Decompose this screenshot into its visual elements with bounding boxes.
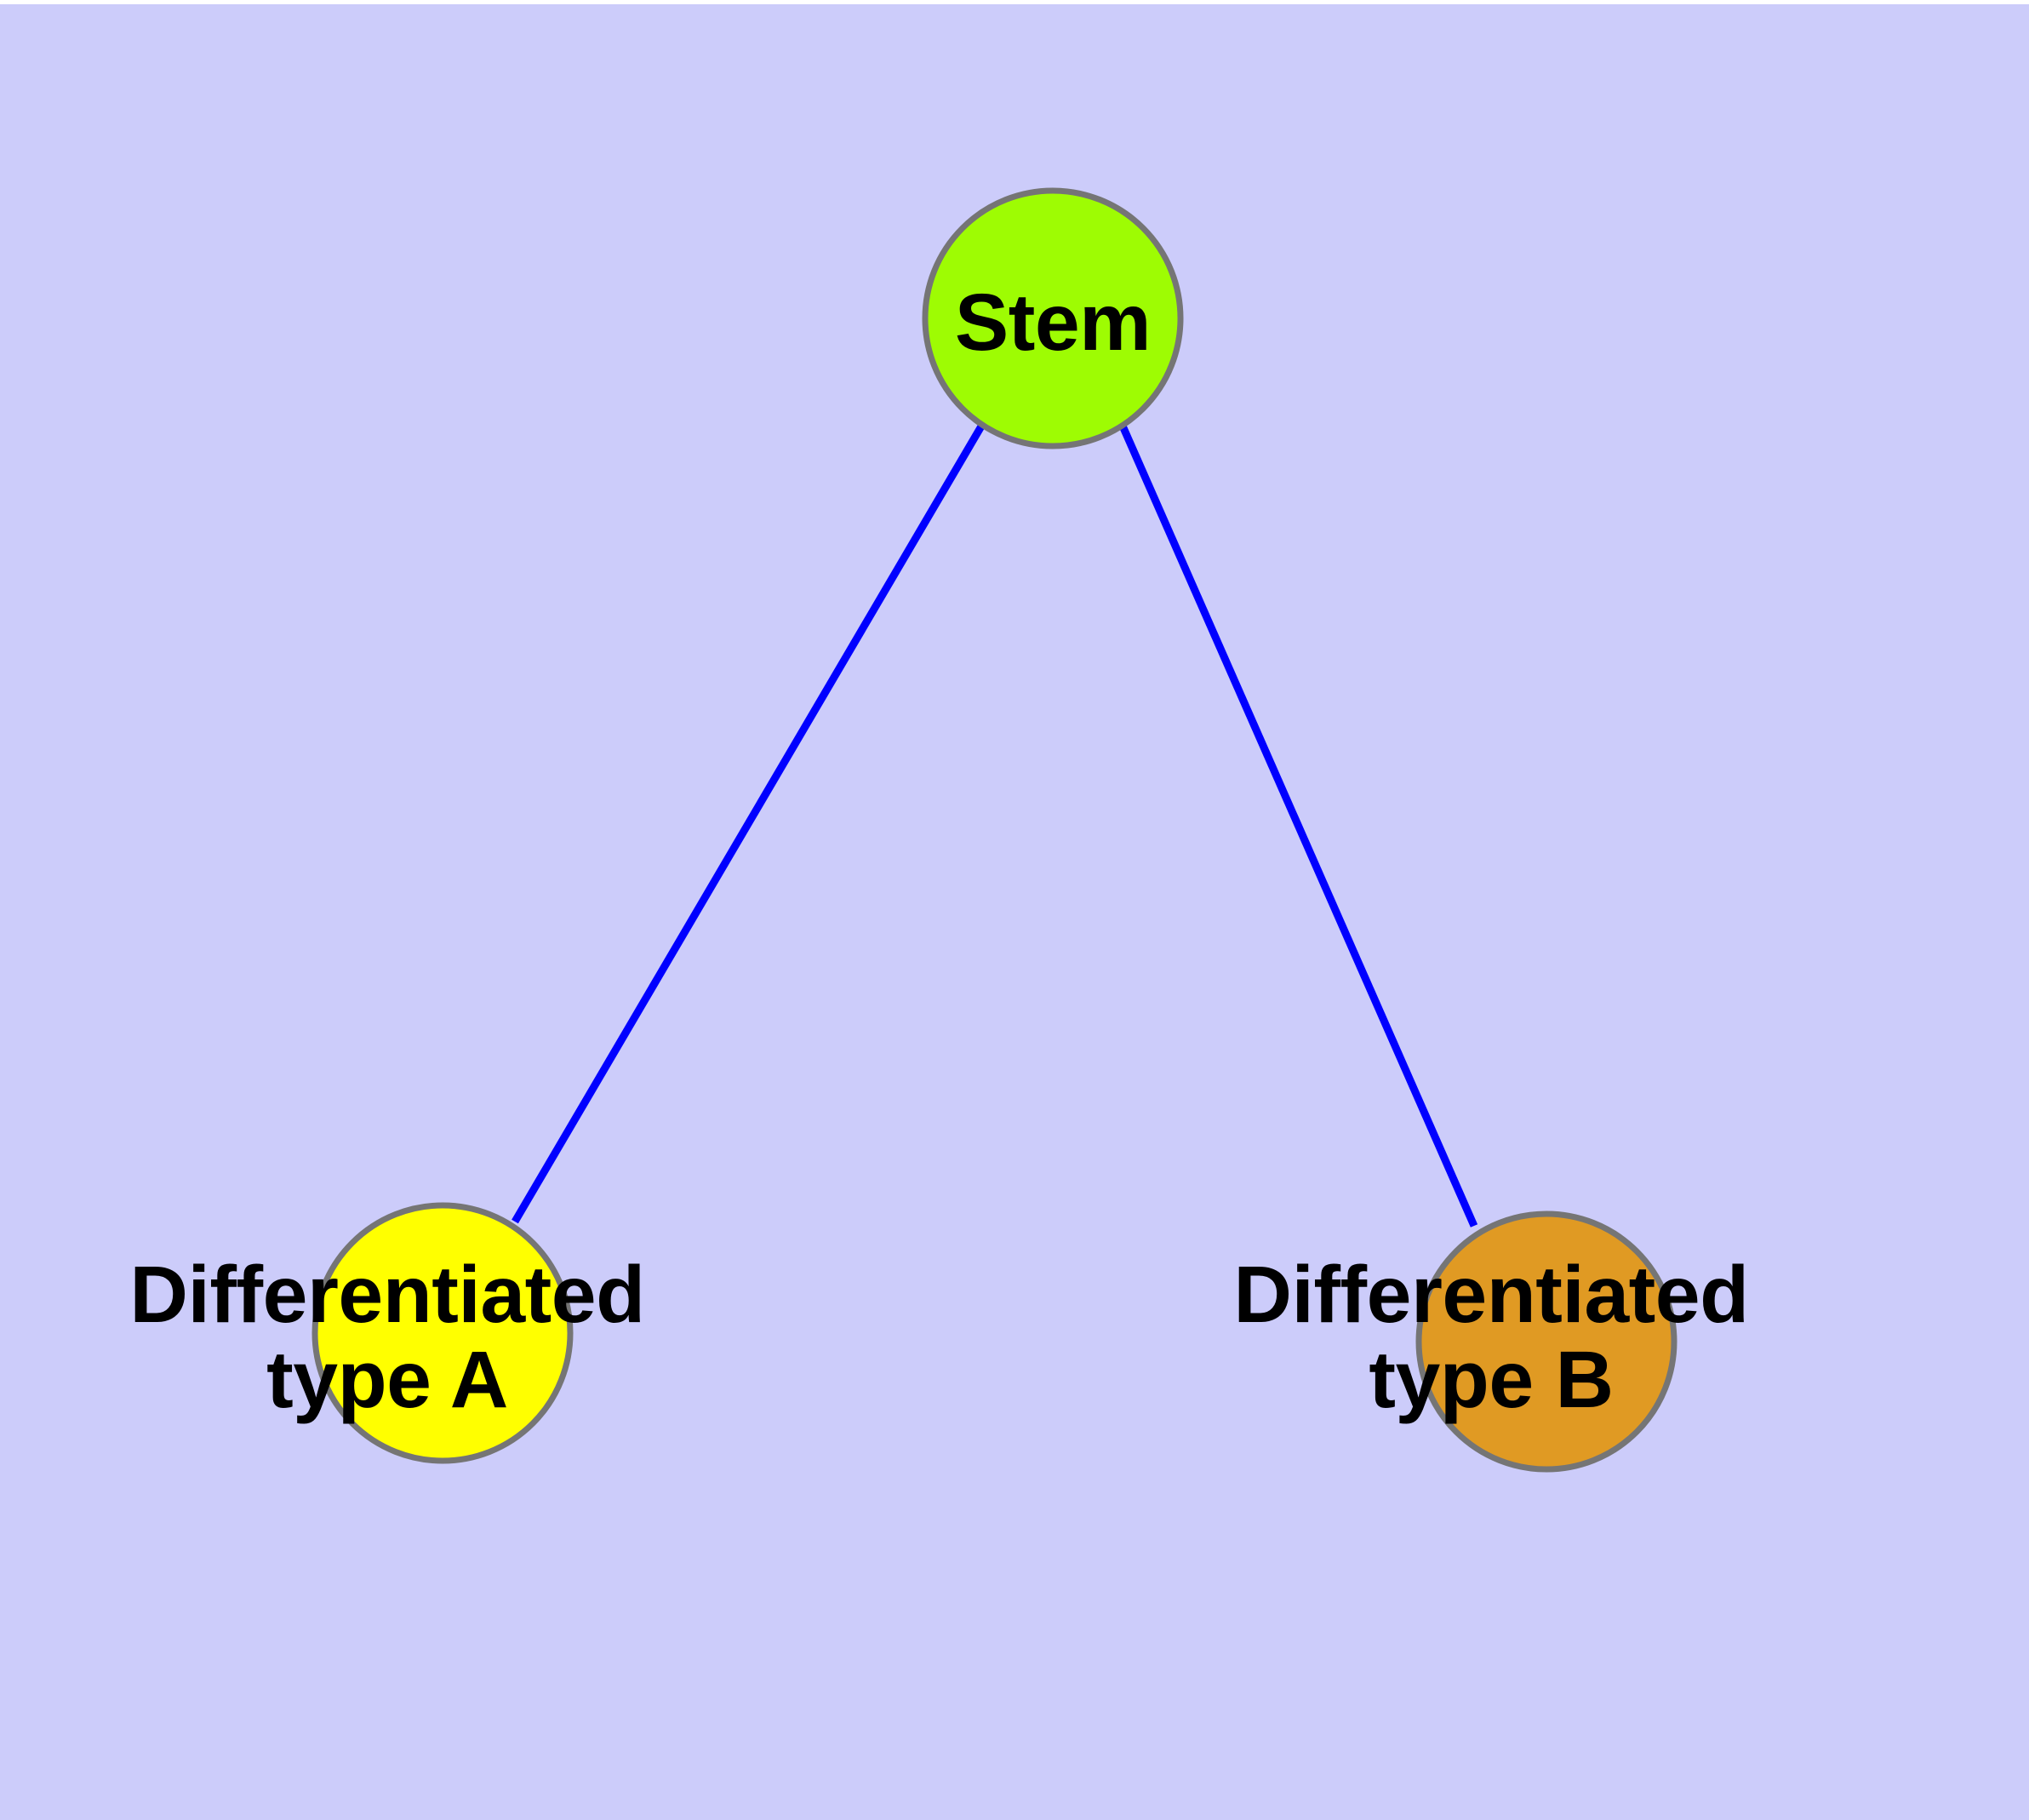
edge-stem-to-diff-a <box>512 422 986 1224</box>
edge-layer <box>512 422 1478 1228</box>
node-layer <box>311 187 1677 1473</box>
edge-stem-to-diff-b <box>1117 422 1478 1228</box>
node-stem[interactable] <box>922 187 1184 449</box>
node-differentiated-type-b[interactable] <box>1415 1210 1677 1473</box>
node-differentiated-type-a[interactable] <box>311 1202 574 1464</box>
